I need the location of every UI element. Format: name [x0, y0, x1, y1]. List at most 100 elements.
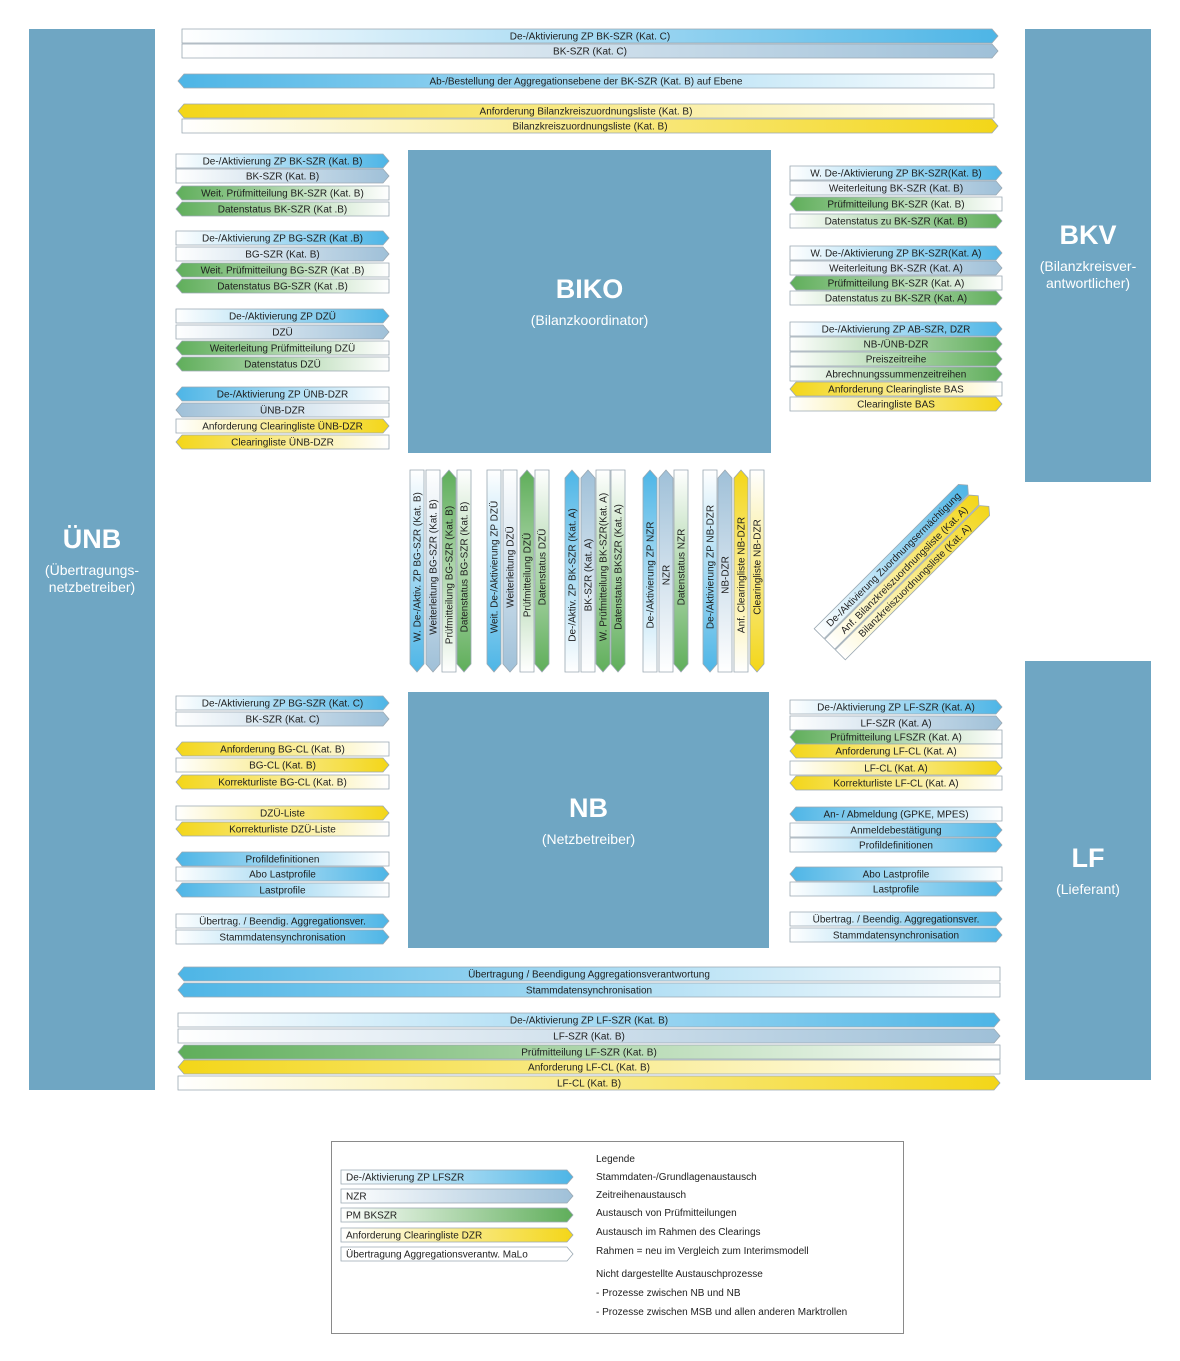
left-upper-arrow-shape: [175, 308, 390, 324]
left-upper-arrow-shape: [175, 153, 390, 169]
vertical-arrow-label: Clearingliste NB-DZR: [753, 519, 764, 615]
vertical-arrow-label: Weiterleitung DZÜ: [505, 526, 517, 608]
right-upper-arrow-shape: [789, 165, 1003, 181]
right-lower-arrow-label: Prüfmitteilung LFSZR (Kat. A): [830, 733, 962, 744]
left-upper-arrow-label: Clearingliste ÜNB-DZR: [231, 437, 334, 449]
bottom-arrow-shape: [177, 1059, 1001, 1075]
right-upper-arrow-shape: [789, 381, 1003, 397]
left-upper-arrow-label: De-/Aktivierung ZP BK-SZR (Kat. B): [203, 157, 363, 168]
left-upper-arrow-shape: [175, 185, 390, 201]
right-lower-arrow-shape: [789, 775, 1003, 791]
left-upper-arrow-label: Datenstatus BG-SZR (Kat .B): [217, 282, 348, 293]
right-lower-arrow-shape: [789, 715, 1003, 731]
vertical-arrow-shape: [564, 469, 580, 673]
left-lower-arrow-shape: [175, 695, 390, 711]
right-upper-arrow-label: Abrechnungssummenzeitreihen: [826, 370, 967, 381]
role-subtitle-nb: (Netzbetreiber): [541, 830, 636, 847]
left-upper-arrow-label: De-/Aktivierung ZP DZÜ: [229, 311, 336, 323]
right-upper-arrow-label: Datenstatus zu BK-SZR (Kat. A): [825, 294, 967, 305]
left-upper-arrow-shape: [175, 168, 390, 184]
bottom-arrow-shape: [177, 966, 1001, 982]
left-upper-arrow-shape: [175, 278, 390, 294]
right-lower-arrow-label: Lastprofile: [873, 885, 920, 896]
left-upper-arrow-label: DZÜ: [272, 327, 293, 339]
left-lower-arrow-label: De-/Aktivierung ZP BG-SZR (Kat. C): [202, 699, 364, 710]
legend-sample-arrow-label: Anforderung Clearingliste DZR: [346, 1231, 482, 1242]
right-upper-arrow-shape: [789, 245, 1003, 261]
right-lower-arrow-label: Übertrag. / Beendig. Aggregationsver.: [813, 914, 980, 926]
left-lower-arrow-label: Abo Lastprofile: [249, 870, 316, 881]
role-box-unb: ÜNB (Übertragungs-netzbetreiber): [29, 29, 155, 1090]
left-lower-arrow-label: Korrekturliste DZÜ-Liste: [229, 824, 336, 836]
top-arrow-label: Bilanzkreiszuordnungsliste (Kat. B): [512, 122, 667, 133]
vertical-arrow-label: NB-DZR: [721, 556, 732, 594]
role-box-biko: BIKO (Bilanzkoordinator): [408, 150, 771, 453]
right-upper-arrow-label: Weiterleitung BK-SZR (Kat. A): [829, 264, 963, 275]
right-upper-arrow-shape: [789, 196, 1003, 212]
vertical-arrow-shape: [519, 469, 535, 673]
top-arrow-shape: [177, 103, 995, 119]
bottom-arrow-shape: [177, 1075, 1001, 1091]
right-upper-arrow-shape: [789, 213, 1003, 229]
left-lower-arrow-label: Stammdatensynchronisation: [219, 933, 345, 944]
bottom-arrow-label: De-/Aktivierung ZP LF-SZR (Kat. B): [510, 1016, 668, 1027]
left-upper-arrow-shape: [175, 246, 390, 262]
role-title-nb: NB: [569, 792, 608, 823]
right-upper-arrow-label: Datenstatus zu BK-SZR (Kat. B): [825, 217, 968, 228]
right-upper-arrow-label: Anforderung Clearingliste BAS: [828, 385, 964, 396]
vertical-arrow-label: Datenstatus NZR: [677, 529, 688, 606]
legend-description: Stammdaten-/Grundlagenaustausch: [596, 1172, 757, 1183]
legend-title: Legende: [596, 1154, 635, 1165]
legend-description: Zeitreihenaustausch: [596, 1190, 687, 1201]
right-upper-arrow-label: Prüfmitteilung BK-SZR (Kat. A): [828, 279, 965, 290]
vertical-arrow-label: Prüfmitteilung BG-SZR (Kat. B): [445, 506, 456, 644]
role-title-bkv: BKV: [1059, 219, 1117, 250]
vertical-arrow-shape: [642, 469, 658, 673]
vertical-arrow-label: Anf. Clearingliste NB-DZR: [737, 517, 748, 633]
top-arrow-label: De-/Aktivierung ZP BK-SZR (Kat. C): [510, 32, 670, 43]
vertical-arrow-label: Datenstatus BG-SZR (Kat. B): [460, 502, 471, 633]
vertical-arrow-shape: [673, 469, 689, 673]
top-arrow-label: Anforderung Bilanzkreiszuordnungsliste (…: [480, 107, 693, 118]
right-upper-arrow-label: Prüfmitteilung BK-SZR (Kat. B): [827, 200, 964, 211]
right-lower-arrow-shape: [789, 866, 1003, 882]
role-subtitle-bkv: (Bilanzkreisver-antwortlicher): [1039, 257, 1137, 291]
bottom-arrow-label: LF-SZR (Kat. B): [553, 1032, 625, 1043]
vertical-arrow-shape: [717, 469, 733, 673]
top-arrow-shape: [177, 73, 995, 89]
right-lower-arrow-shape: [789, 881, 1003, 897]
vertical-arrow-label: De-/Aktiv. ZP BK-SZR (Kat. A): [568, 508, 579, 642]
right-lower-arrow-label: LF-SZR (Kat. A): [860, 719, 931, 730]
role-box-bkv: BKV (Bilanzkreisver-antwortlicher): [1025, 29, 1151, 482]
role-title-biko: BIKO: [555, 274, 624, 304]
left-upper-arrow-shape: [175, 201, 390, 217]
left-upper-arrow-shape: [175, 230, 390, 246]
left-lower-arrow-label: BK-SZR (Kat. C): [246, 715, 320, 726]
left-upper-arrow-label: Anforderung Clearingliste ÜNB-DZR: [202, 421, 363, 433]
vertical-arrow-shape: [409, 469, 425, 673]
left-lower-arrow-shape: [175, 821, 390, 837]
left-upper-arrow-label: BG-SZR (Kat. B): [245, 250, 319, 261]
right-upper-arrow-label: De-/Aktivierung ZP AB-SZR, DZR: [822, 325, 971, 336]
right-lower-arrow-label: Stammdatensynchronisation: [833, 931, 959, 942]
vertical-arrow-label: BK-SZR (Kat. A): [584, 539, 595, 612]
left-upper-arrow-label: Datenstatus BK-SZR (Kat .B): [218, 205, 348, 216]
vertical-arrow-label: Weit. De-/Aktivierung ZP DZÜ: [489, 501, 501, 633]
right-lower-arrow-label: Profildefinitionen: [859, 841, 933, 852]
legend-sample-arrow-shape: [340, 1227, 574, 1243]
role-subtitle-lf: (Lieferant): [1056, 881, 1120, 897]
right-lower-arrow-shape: [789, 760, 1003, 776]
left-upper-arrow-shape: [175, 418, 390, 434]
vertical-arrow-shape: [733, 469, 749, 673]
left-lower-arrow-label: BG-CL (Kat. B): [249, 761, 316, 772]
vertical-arrow-shape: [456, 469, 472, 673]
left-lower-arrow-shape: [175, 866, 390, 882]
vertical-arrow-label: W. De-/Aktiv. ZP BG-SZR (Kat. B): [413, 492, 424, 642]
role-box-lf: LF (Lieferant): [1025, 661, 1151, 1080]
top-arrow-label: Ab-/Bestellung der Aggregationsebene der…: [430, 77, 743, 88]
vertical-arrow-label: De-/Aktivierung ZP NZR: [646, 521, 657, 628]
vertical-arrow-shape: [702, 469, 718, 673]
left-lower-arrow-label: Lastprofile: [259, 886, 306, 897]
right-upper-arrow-shape: [789, 290, 1003, 306]
right-upper-arrow-shape: [789, 396, 1003, 412]
